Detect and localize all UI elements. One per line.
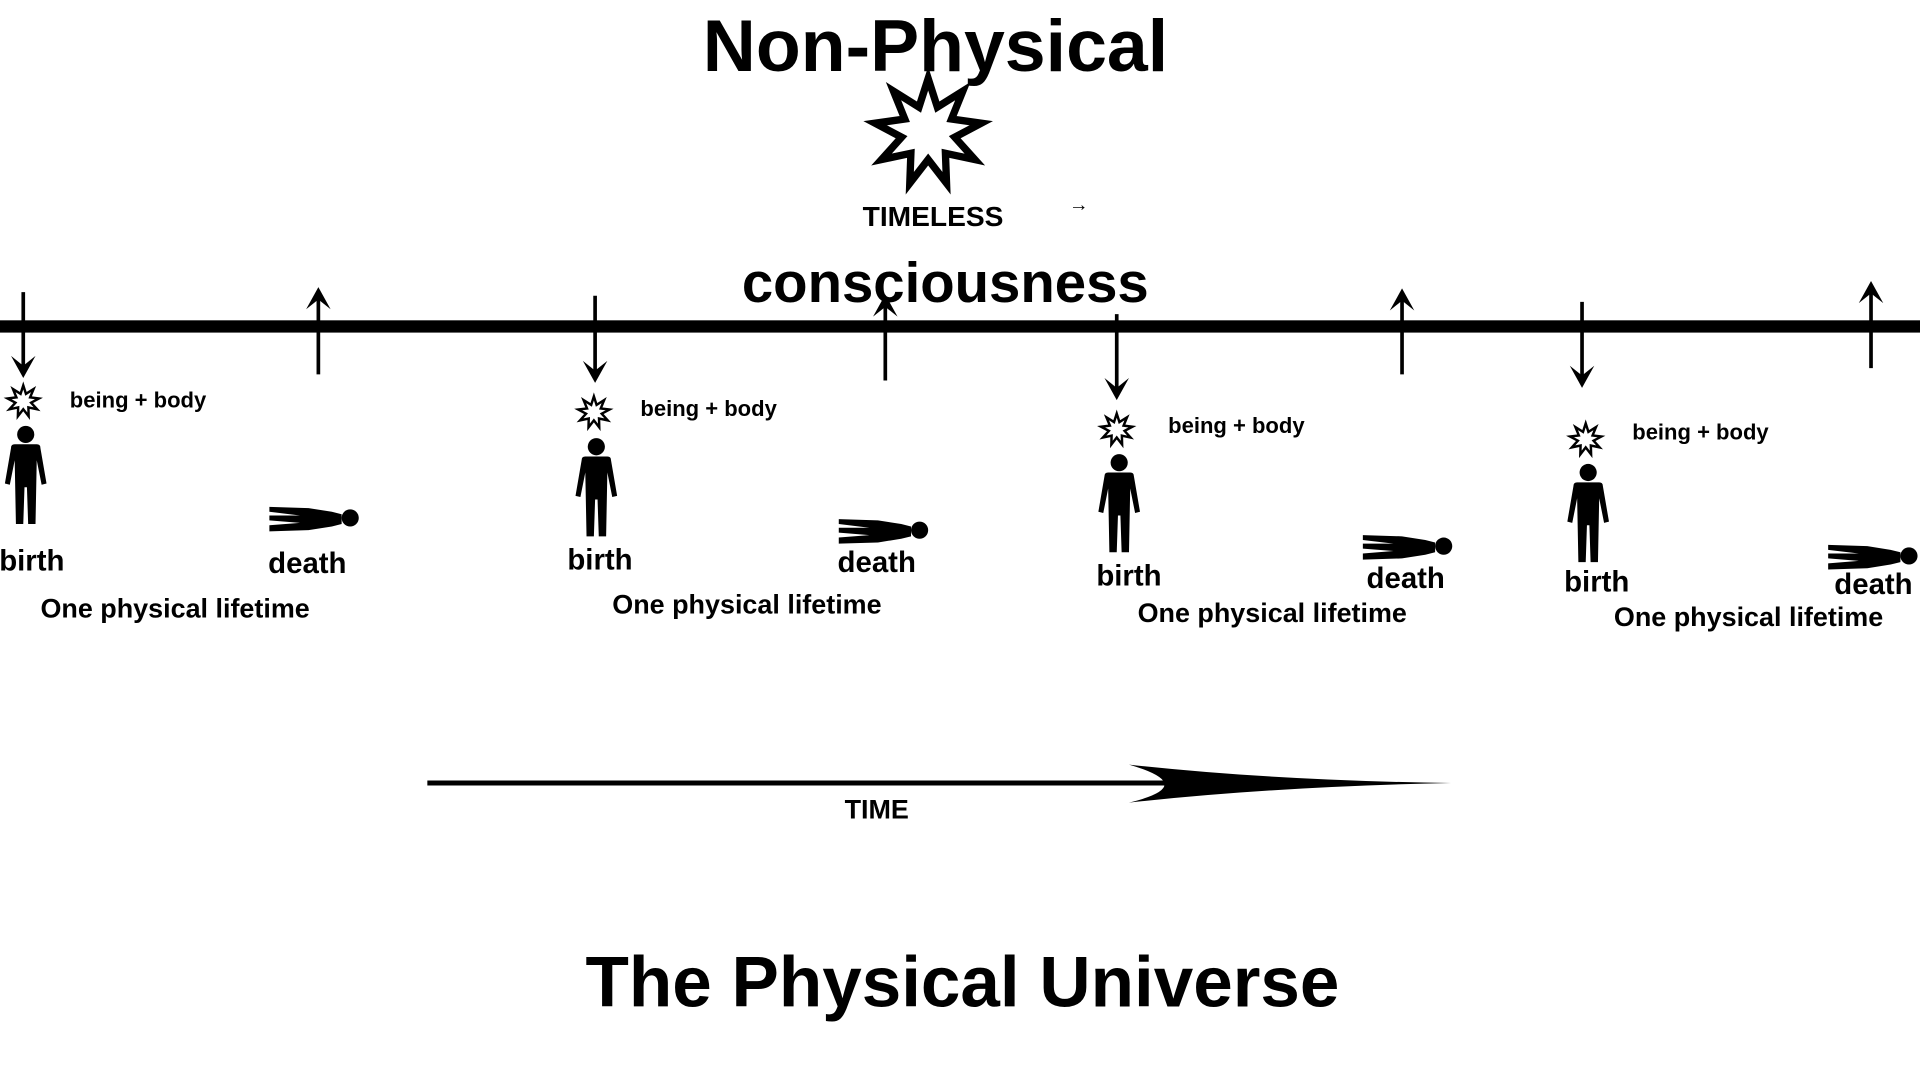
standing-person-icon bbox=[1098, 454, 1140, 553]
death-label: death bbox=[838, 546, 916, 579]
death-label: death bbox=[268, 547, 346, 580]
death-label: death bbox=[1367, 562, 1445, 595]
being-body-label: being + body bbox=[70, 387, 207, 412]
small-arrow-glyph: → bbox=[1069, 194, 1089, 216]
death-up-arrow-icon bbox=[1389, 288, 1415, 375]
timeless-label: TIMELESS bbox=[863, 200, 1004, 232]
lying-person-icon bbox=[269, 506, 359, 532]
being-star-icon bbox=[574, 392, 614, 432]
birth-down-arrow-icon bbox=[582, 295, 608, 383]
lying-person-icon bbox=[1362, 535, 1453, 560]
standing-person-icon bbox=[1567, 463, 1609, 563]
consciousness-label: consciousness bbox=[742, 251, 1149, 314]
being-body-label: being + body bbox=[1632, 419, 1769, 444]
being-body-label: being + body bbox=[1168, 413, 1305, 438]
birth-label: birth bbox=[567, 543, 632, 576]
lying-person-icon bbox=[1828, 544, 1918, 570]
lifetime-label: One physical lifetime bbox=[612, 590, 881, 620]
physical-universe-title: The Physical Universe bbox=[586, 943, 1340, 1022]
death-up-arrow-icon bbox=[873, 294, 898, 381]
consciousness-line bbox=[0, 320, 1920, 333]
birth-down-arrow-icon bbox=[1569, 301, 1595, 388]
being-star-icon bbox=[1097, 409, 1137, 449]
time-label: TIME bbox=[845, 795, 909, 825]
being-body-label: being + body bbox=[640, 396, 777, 421]
death-up-arrow-icon bbox=[1858, 281, 1884, 369]
lifetime-label: One physical lifetime bbox=[1614, 602, 1883, 632]
birth-down-arrow-icon bbox=[11, 292, 36, 378]
being-star-icon bbox=[1566, 419, 1606, 459]
birth-label: birth bbox=[0, 545, 64, 578]
death-label: death bbox=[1834, 568, 1912, 601]
birth-down-arrow-icon bbox=[1104, 314, 1129, 401]
lifetime-label: One physical lifetime bbox=[1138, 598, 1407, 628]
standing-person-icon bbox=[4, 425, 47, 525]
death-up-arrow-icon bbox=[306, 287, 331, 375]
being-star-icon bbox=[3, 381, 43, 421]
birth-label: birth bbox=[1564, 566, 1629, 599]
timeless-star-icon bbox=[863, 66, 993, 195]
standing-person-icon bbox=[575, 438, 618, 537]
birth-label: birth bbox=[1096, 559, 1161, 592]
non-physical-title: Non-Physical bbox=[703, 4, 1168, 87]
lifetime-label: One physical lifetime bbox=[40, 593, 309, 623]
lying-person-icon bbox=[838, 519, 929, 544]
time-arrow bbox=[427, 764, 1452, 803]
